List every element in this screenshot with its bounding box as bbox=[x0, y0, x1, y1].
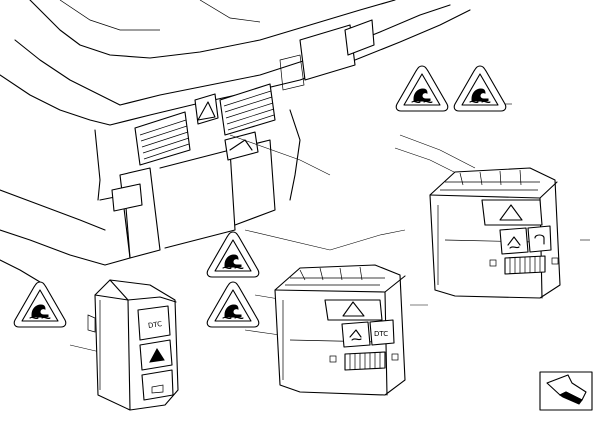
dtc-button-label: DTC bbox=[374, 330, 388, 338]
button-icon bbox=[534, 234, 545, 245]
button-icon bbox=[151, 384, 164, 394]
warning-triangle-icon bbox=[395, 65, 449, 112]
hazard-icon bbox=[499, 204, 523, 221]
dsc-icon bbox=[507, 236, 521, 249]
warning-triangle-icon bbox=[206, 231, 260, 278]
leader-lines bbox=[69, 103, 590, 353]
dashboard-panel bbox=[0, 0, 471, 283]
right-switch-block bbox=[429, 167, 561, 299]
hazard-icon bbox=[149, 348, 165, 363]
single-switch: DTC bbox=[87, 279, 179, 411]
return-arrow-icon bbox=[539, 371, 593, 411]
dsc-icon bbox=[349, 329, 362, 341]
center-switch-block: DTC bbox=[274, 264, 406, 396]
dtc-button-label: DTC bbox=[148, 320, 163, 330]
warning-triangle-icon bbox=[13, 281, 67, 328]
warning-triangle-icon bbox=[453, 65, 507, 112]
warning-triangle-icon bbox=[206, 281, 260, 328]
hazard-icon bbox=[342, 301, 365, 317]
